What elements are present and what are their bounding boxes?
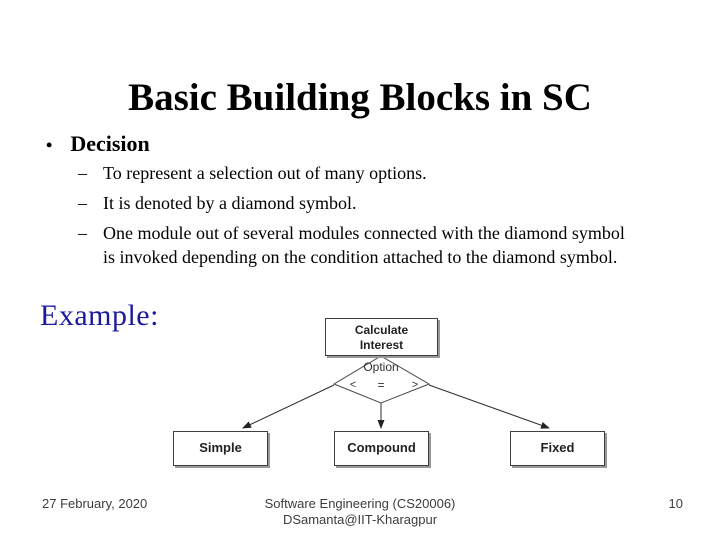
dash-marker-icon: – <box>78 193 87 213</box>
calc-box-line2: Interest <box>359 338 404 352</box>
page-number: 10 <box>668 496 683 511</box>
sub-bullet-list: – To represent a selection out of many o… <box>78 161 630 275</box>
diamond-branch-less-than: < <box>349 379 357 391</box>
footer-course-info: Software Engineering (CS20006) DSamanta@… <box>0 496 720 528</box>
flowchart-box-compound: Compound <box>334 431 429 466</box>
flowchart-box-calculate-interest: Calculate Interest <box>325 318 438 356</box>
footer-date: 27 February, 2020 <box>42 496 148 511</box>
flowchart-box-simple: Simple <box>173 431 268 466</box>
list-item: – One module out of several modules conn… <box>78 221 630 269</box>
slide-title: Basic Building Blocks in SC <box>128 76 592 120</box>
bullet-decision: • Decision <box>46 131 150 157</box>
calc-box-line1: Calculate <box>354 323 409 337</box>
bullet-heading: Decision <box>70 131 150 156</box>
dash-marker-icon: – <box>78 223 87 243</box>
flowchart-box-fixed: Fixed <box>510 431 605 466</box>
diamond-label-option: Option <box>363 360 399 374</box>
list-item: – To represent a selection out of many o… <box>78 161 630 185</box>
arrow-to-simple <box>242 384 335 429</box>
footer-course-line: Software Engineering (CS20006) <box>264 496 456 511</box>
footer-author-line: DSamanta@IIT-Kharagpur <box>282 512 438 527</box>
list-item: – It is denoted by a diamond symbol. <box>78 191 630 215</box>
diamond-operator-equals: = <box>377 378 385 392</box>
bullet-marker-icon: • <box>46 135 53 155</box>
sub-bullet-text: To represent a selection out of many opt… <box>103 163 427 183</box>
arrow-to-fixed <box>428 384 550 429</box>
sub-bullet-text: One module out of several modules connec… <box>103 223 625 267</box>
example-label: Example: <box>40 299 159 332</box>
sub-bullet-text: It is denoted by a diamond symbol. <box>103 193 357 213</box>
diamond-branch-greater-than: > <box>411 379 419 391</box>
dash-marker-icon: – <box>78 163 87 183</box>
